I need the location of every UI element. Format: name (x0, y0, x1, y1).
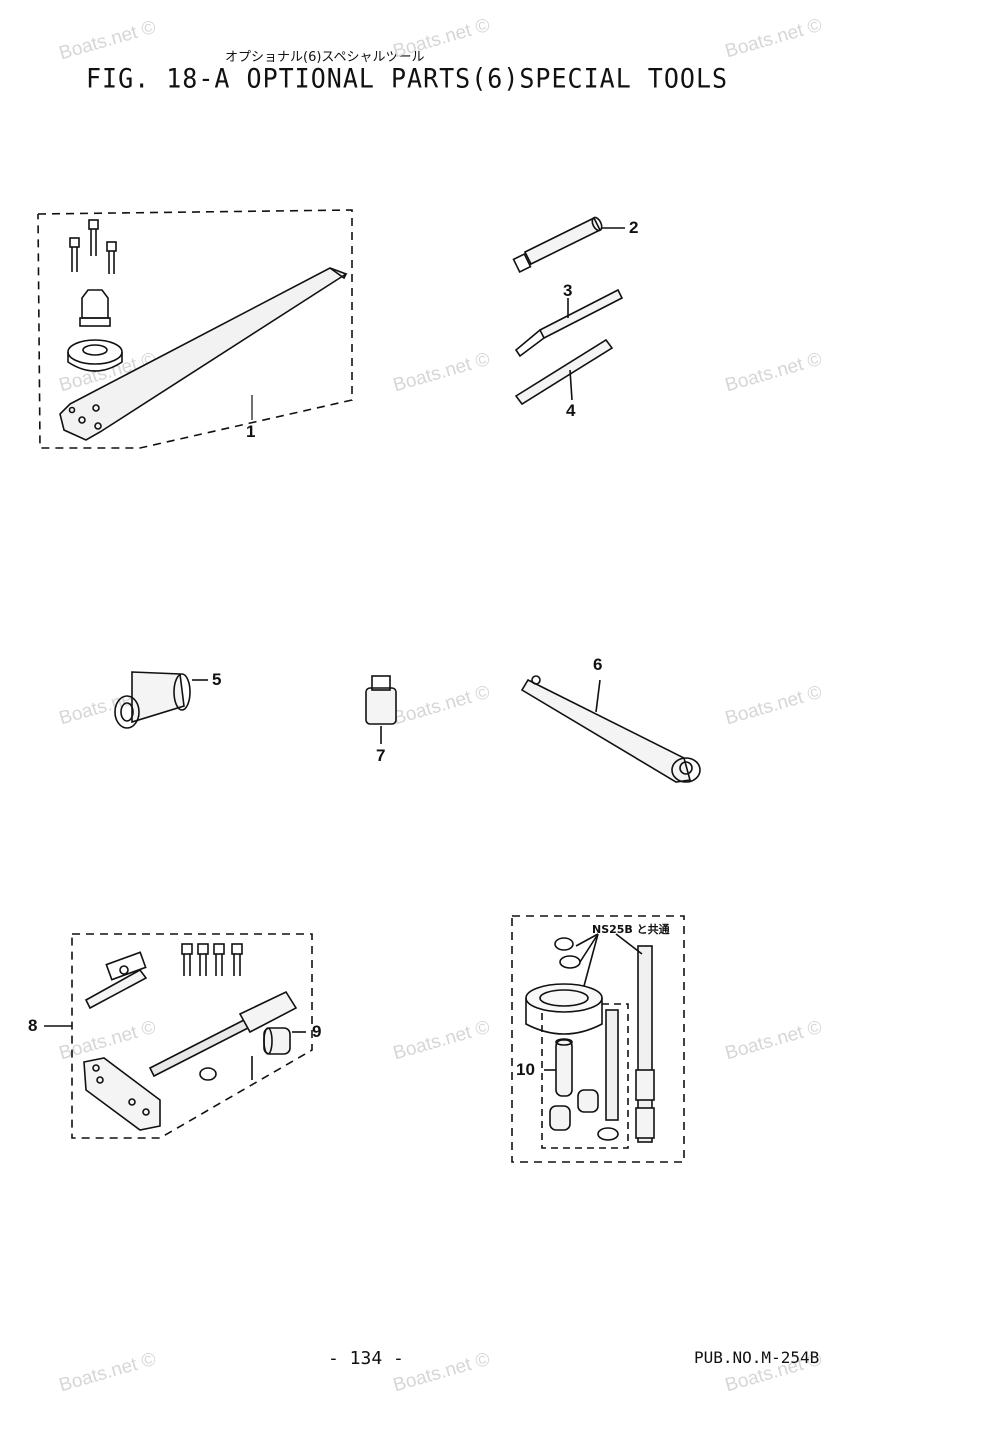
page-number: - 134 - (328, 1348, 404, 1369)
callout-1: 1 (246, 422, 256, 441)
callout-10: 10 (516, 1060, 535, 1079)
tool-2-sleeve (512, 216, 625, 273)
tool-1-group (37, 209, 353, 449)
page-title: FIG. 18-A OPTIONAL PARTS(6)SPECIAL TOOLS (86, 63, 729, 94)
callout-6: 6 (593, 655, 603, 674)
tool-6-spanner (520, 675, 701, 783)
tool-9-collar (263, 1027, 306, 1055)
wrench-icon (59, 267, 348, 441)
publication-number: PUB.NO.M-254B (694, 1348, 820, 1367)
japanese-title: オプショナル(6)スペシャルツール (225, 50, 425, 65)
callout-2: 2 (629, 218, 639, 237)
nut-icon (79, 289, 111, 327)
tool-10-group (511, 915, 685, 1163)
tool-8-group (44, 933, 313, 1139)
callout-5: 5 (212, 670, 222, 689)
tool-3-punch (514, 288, 624, 358)
callout-9: 9 (312, 1022, 322, 1041)
tool-4-rod (514, 338, 614, 406)
callout-3: 3 (563, 281, 573, 300)
compatibility-note: NS25B と共通 (592, 923, 670, 936)
callout-7: 7 (376, 746, 386, 765)
callout-8: 8 (28, 1016, 38, 1035)
ring-icon (67, 339, 123, 365)
tool-5-bushing (114, 671, 208, 729)
tool-7-socket (365, 675, 397, 744)
callout-4: 4 (566, 401, 576, 420)
bolt-icon (69, 219, 117, 274)
